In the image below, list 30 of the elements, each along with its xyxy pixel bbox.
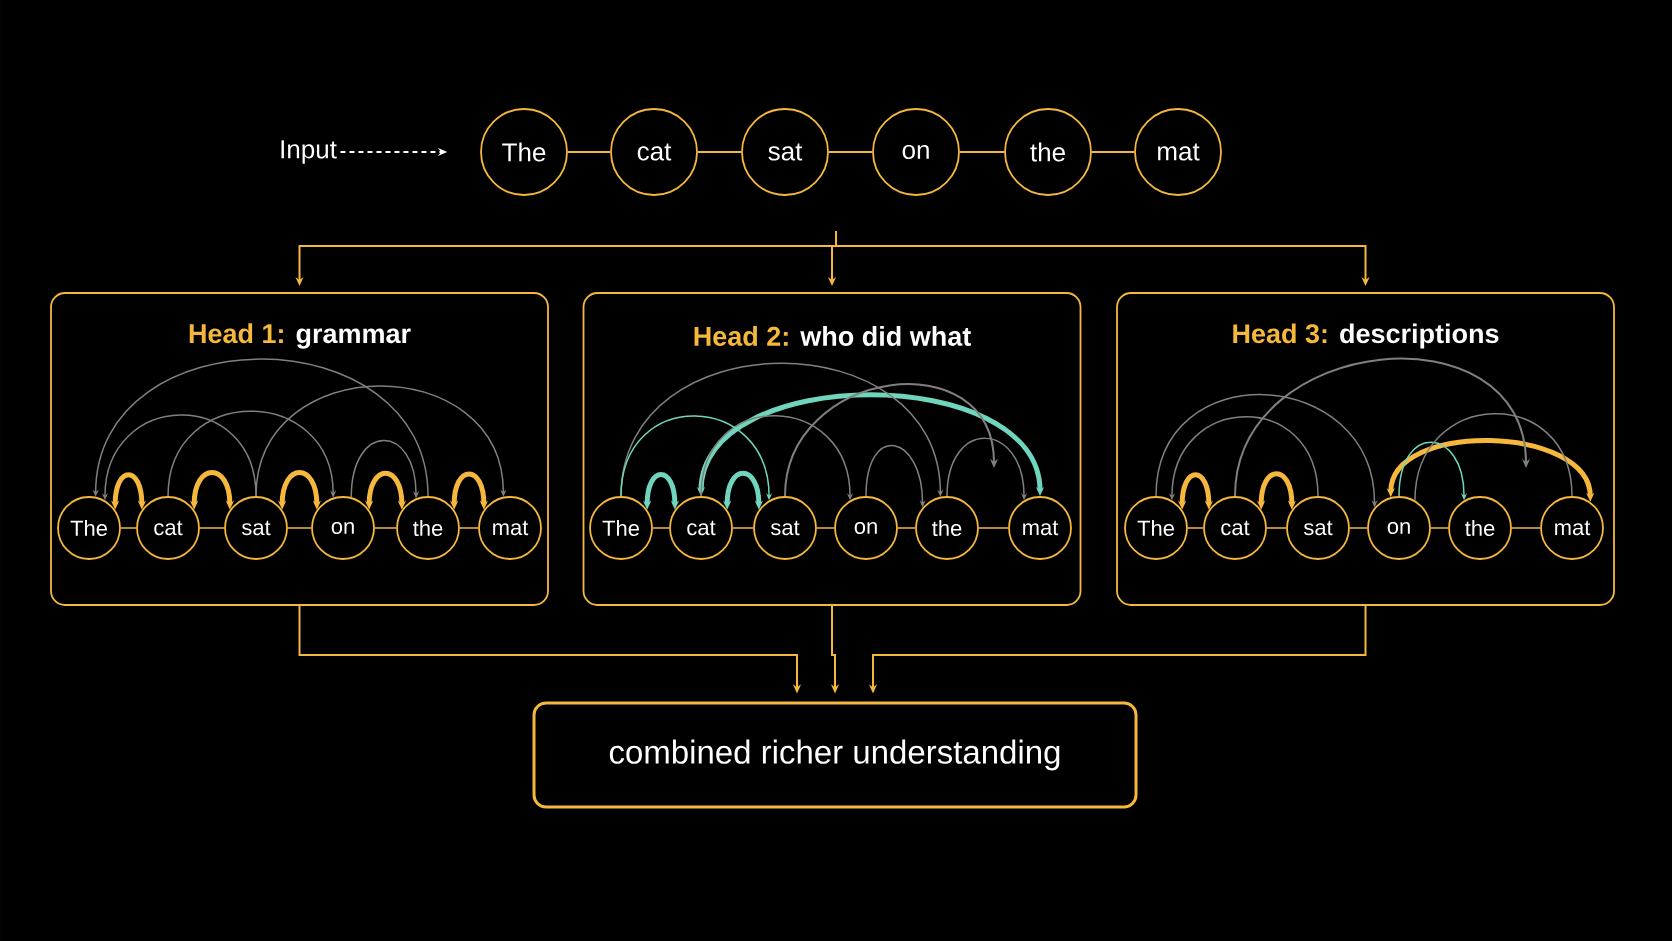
link-line (287, 527, 312, 529)
link-line (1511, 527, 1541, 529)
attention-arc (255, 385, 507, 497)
link-line (827, 151, 874, 153)
panel-title: Head 3: descriptions (1233, 323, 1499, 349)
attention-arc (784, 383, 999, 498)
attention-arc (620, 362, 944, 497)
link-line (1090, 151, 1136, 153)
link-line (374, 527, 397, 529)
attention-arc (1234, 358, 1531, 498)
link-line (1349, 527, 1368, 529)
link-line (958, 151, 1006, 153)
link-line (816, 527, 835, 529)
link-line (1430, 527, 1449, 529)
link-line (1266, 527, 1287, 529)
link-line (459, 527, 479, 529)
link-line (199, 527, 225, 529)
link-line (978, 527, 1009, 529)
attention-arc (1414, 412, 1573, 502)
link-line (652, 527, 670, 529)
link-line (696, 151, 743, 153)
link-line (120, 527, 137, 529)
link-line (1187, 527, 1204, 529)
output-box: combined richer understanding (532, 701, 1138, 809)
panel-title: Head 2: who did what (694, 326, 971, 346)
link-line (897, 527, 916, 529)
input-label: Input (281, 140, 337, 164)
link-line (566, 151, 612, 153)
link-line (732, 527, 754, 529)
panel-title: Head 1: grammar (189, 323, 411, 349)
